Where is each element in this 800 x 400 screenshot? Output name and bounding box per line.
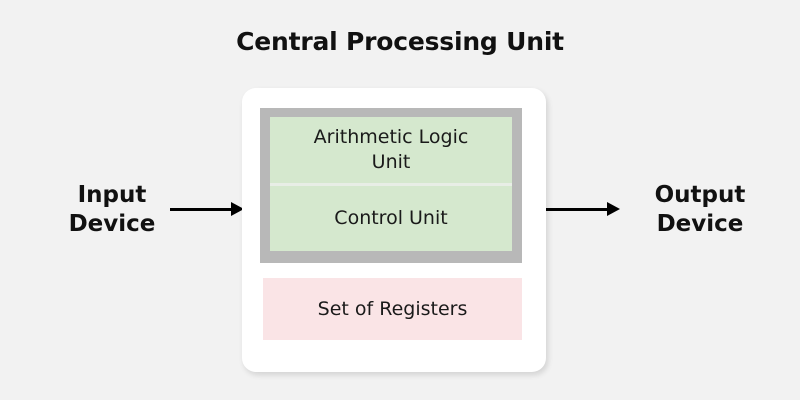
arithmetic-logic-unit-box: Arithmetic Logic Unit xyxy=(270,117,512,183)
arrow-shaft xyxy=(170,208,232,211)
input-device-label-line1: Input xyxy=(77,182,147,208)
cpu-core-frame: Arithmetic Logic Unit Control Unit xyxy=(260,108,522,263)
output-device-label-line1: Output xyxy=(654,182,746,208)
cpu-card: Arithmetic Logic Unit Control Unit Set o… xyxy=(242,88,546,372)
control-unit-box: Control Unit xyxy=(270,186,512,251)
output-device-label: Output Device xyxy=(610,181,790,239)
alu-label: Arithmetic Logic Unit xyxy=(314,125,469,175)
core-units-divider xyxy=(270,183,512,186)
set-of-registers-label: Set of Registers xyxy=(317,298,468,320)
arrow-head xyxy=(607,202,620,216)
alu-label-line2: Unit xyxy=(371,151,411,173)
set-of-registers-box: Set of Registers xyxy=(263,278,522,340)
input-device-label-line2: Device xyxy=(68,211,156,237)
input-device-label: Input Device xyxy=(22,181,202,239)
output-device-label-line2: Device xyxy=(656,211,744,237)
arrow-right-icon-input-to-cpu xyxy=(170,199,244,221)
control-unit-label: Control Unit xyxy=(334,207,448,229)
page-title: Central Processing Unit xyxy=(236,27,564,56)
arrow-shaft xyxy=(546,208,608,211)
arrow-right-icon-cpu-to-output xyxy=(546,199,620,221)
arrow-head xyxy=(231,202,244,216)
alu-label-line1: Arithmetic Logic xyxy=(313,126,469,148)
